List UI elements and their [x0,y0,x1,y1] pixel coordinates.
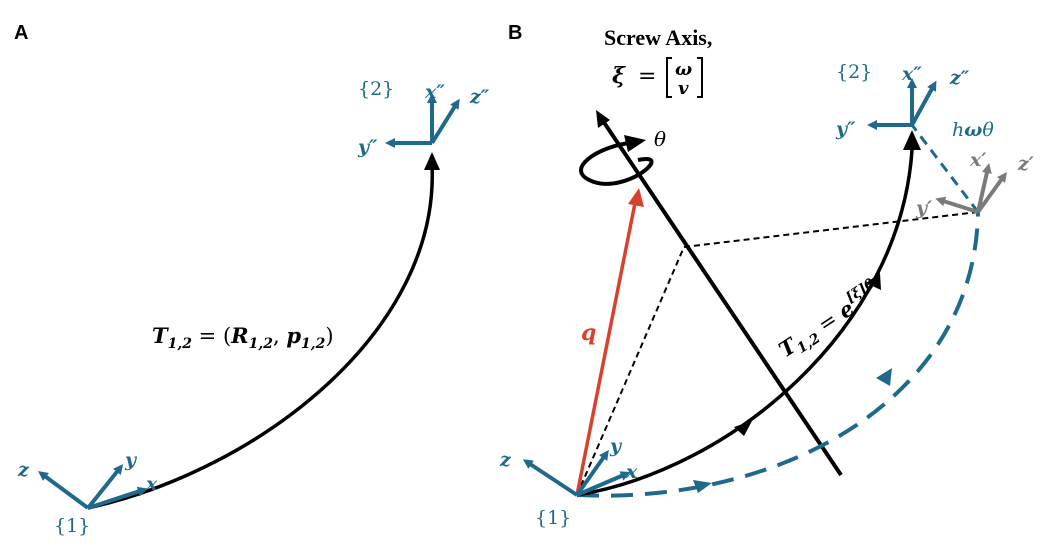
q-label: q [581,320,596,346]
transform-equation-a: T1,2 = (R1,2, p1,2) [152,323,334,352]
h-omega-theta-label: hωθ [952,119,994,141]
axis-x-label-a2: x″ [424,81,445,103]
transform-curve-b-arrowhead-mid2 [866,273,881,290]
axis-y-label-b1: y [609,435,623,457]
frame-2-axes-b [867,78,937,130]
svg-text:=: = [638,64,656,89]
transform-curve-b [576,149,914,497]
frame-1-label-b: {1} [535,507,571,529]
screw-path-arrow-2 [876,368,892,386]
frame-2-label-b: {2} [836,61,872,83]
frame-prime-axes [935,163,1007,214]
axis-x-label-b1: x [625,461,638,483]
panel-a-label: A [14,22,28,44]
screw-path-arrow-1 [693,480,712,493]
screw-vector: ξ = ω v [612,57,703,99]
panel-b: B Screw Axis, ξ = ω v θ q [499,22,1034,529]
axis-y-label-b2: y″ [835,118,856,140]
frame-1-axes-b [522,449,631,497]
q-vector-arrowhead [628,188,644,207]
q-vector [575,197,638,496]
transform-curve-a-arrowhead [424,152,440,170]
svg-text:T1,2 = e[ξ]θ: T1,2 = e[ξ]θ [772,276,887,366]
frame-2-axes-a [385,93,460,148]
transform-curve-b-arrowhead-mid1 [734,421,752,436]
frame-1-axes-a [37,464,148,510]
svg-text:v: v [678,78,689,99]
frame-1-label-a: {1} [54,515,90,537]
construction-lines [576,211,979,496]
frame-2-label-a: {2} [358,78,394,100]
axis-x-label-b2: x″ [901,63,922,85]
axis-y-prime-label: y′ [915,197,932,219]
axis-y-label-a2: y″ [357,136,378,158]
axis-x-label-a1: x [145,473,158,495]
translation-segment [910,124,980,213]
transform-curve-a [87,164,434,510]
svg-text:ξ: ξ [612,63,626,89]
axis-z-label-a1: z [17,459,30,481]
transform-curve-b-arrowhead-top [903,130,921,150]
svg-text:ω: ω [675,59,692,80]
screw-axis-title: Screw Axis, [604,25,712,50]
rotation-arrow-head [624,135,646,152]
axis-y-label-a1: y [124,449,138,471]
axis-z-label-b1: z [499,449,512,471]
axis-z-prime-label: z′ [1017,153,1034,175]
panel-b-label: B [508,22,522,44]
screw-axis-line [599,116,843,477]
rotation-arrow [579,141,654,186]
transform-equation-b: T1,2 = e[ξ]θ [772,276,887,366]
axis-z-label-b2: z″ [949,67,970,89]
screw-axis-arrowhead [596,110,610,128]
axis-z-label-a2: z″ [469,86,490,108]
axis-x-prime-label: x′ [969,149,986,171]
screw-path-dashed [576,211,980,498]
theta-label: θ [654,127,666,151]
panel-a: A z y x {1} {2} x″ z″ y″ T1,2 = (R1,2, p… [14,22,490,537]
